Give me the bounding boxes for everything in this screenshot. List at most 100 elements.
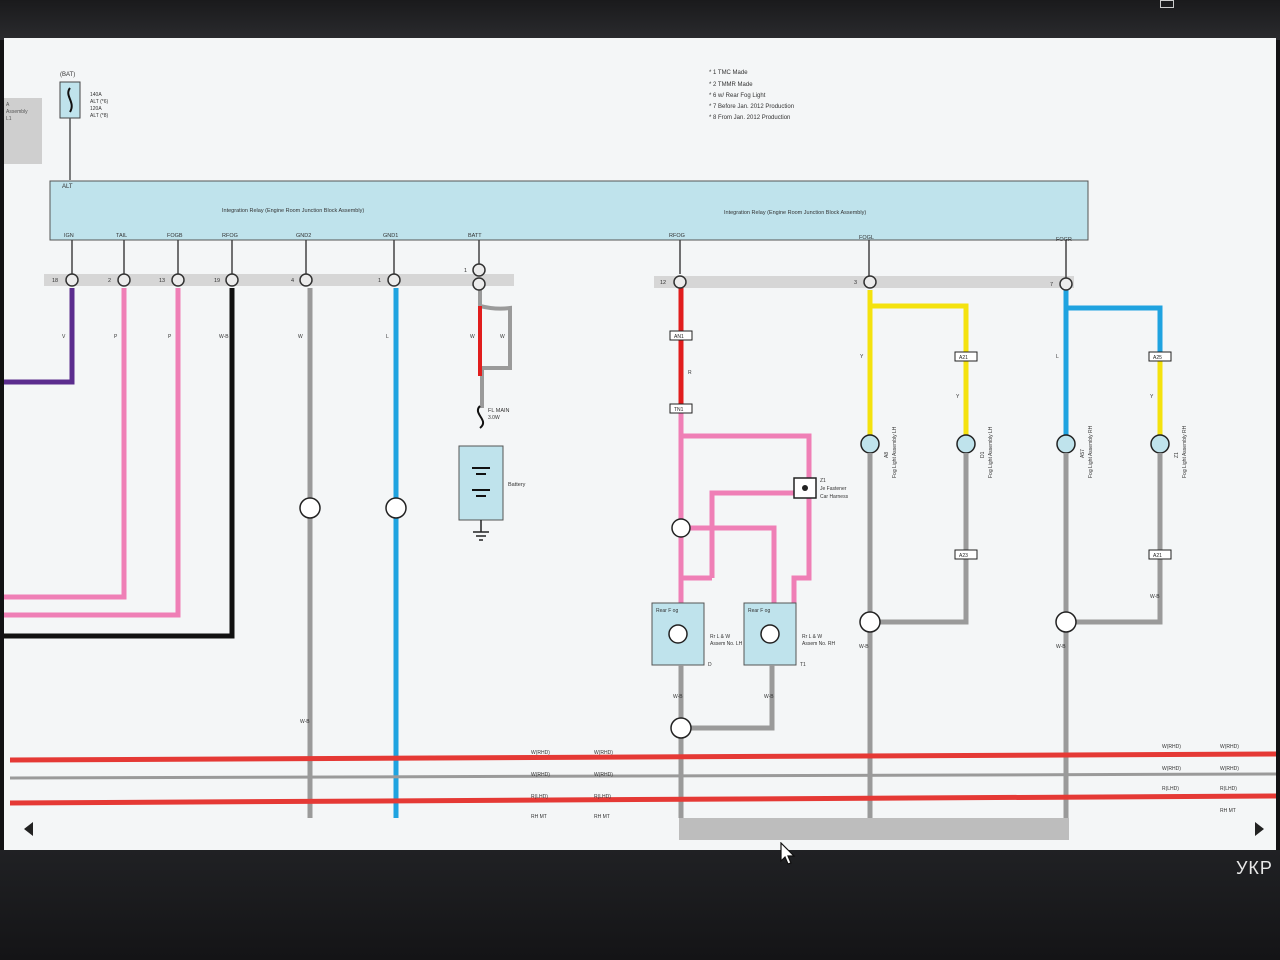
bus-label: R(LHD) <box>594 794 611 800</box>
bus-label: RH MT <box>531 814 547 820</box>
connector-a21[interactable] <box>954 351 978 362</box>
wire-label: W <box>298 334 303 340</box>
note-2: * 2 TMMR Made <box>709 82 753 88</box>
bus-line-3 <box>9 793 1276 806</box>
pin-number: 18 <box>52 278 58 284</box>
language-indicator[interactable]: УКР <box>1236 858 1273 878</box>
window-restore-icon[interactable] <box>1160 0 1174 8</box>
relay-alt-label: ALT <box>62 184 73 190</box>
fog-lamp-lh-rear[interactable] <box>956 434 976 454</box>
wire-fogl-yellow-top <box>867 290 969 358</box>
lamp-bulb-icon <box>668 624 688 644</box>
pin-number: 1 <box>464 268 467 274</box>
connector-a25[interactable] <box>1148 351 1172 362</box>
monitor-top-bezel <box>0 0 1280 40</box>
wire-label: Y <box>860 354 864 360</box>
fuse-batt-line-3: 120A <box>90 106 102 112</box>
splice-junction <box>671 518 691 538</box>
rear-fog-lh-id: D <box>708 662 712 668</box>
wire-fogl-rear-ground <box>870 453 969 625</box>
pin-gnd1[interactable] <box>387 273 401 287</box>
wire-label: L <box>386 334 389 340</box>
fog-lamp-rh-front[interactable] <box>1056 434 1076 454</box>
horizontal-scrollbar[interactable] <box>24 818 1264 842</box>
wire-batt-white <box>478 288 512 408</box>
pin-batt-1[interactable] <box>472 263 486 277</box>
battery-cells-icon <box>472 467 490 497</box>
diagram-viewer: A Assembly L1 (BAT) 140A ALT (*6) 120A A… <box>4 38 1276 850</box>
pin-ign[interactable] <box>65 273 79 287</box>
wire-label: W-B <box>1056 644 1066 650</box>
scroll-left-arrow-icon[interactable] <box>24 822 33 836</box>
pin-fogb[interactable] <box>171 273 185 287</box>
bus-label: W(RHD) <box>594 750 613 756</box>
rear-fog-rh-sub-2: Assem No. RH <box>802 641 835 647</box>
scroll-right-arrow-icon[interactable] <box>1255 822 1264 836</box>
wire-label: W-B <box>1150 594 1160 600</box>
terminal-tail: TAIL <box>116 233 127 239</box>
switch-label-1: Z1 <box>820 478 826 484</box>
fog-lamp-lh-front[interactable] <box>860 434 880 454</box>
connector-a23-label: A23 <box>959 553 968 559</box>
wire-label: R <box>688 370 692 376</box>
wire-rfog-pink-main <box>678 410 812 478</box>
fuse-batt-name: (BAT) <box>60 72 75 78</box>
mouse-pointer-icon <box>780 842 796 865</box>
pin-tail[interactable] <box>117 273 131 287</box>
pin-rfog-right[interactable] <box>673 275 687 289</box>
pin-number: 13 <box>159 278 165 284</box>
bus-label: W(RHD) <box>594 772 613 778</box>
scrollbar-thumb[interactable] <box>679 818 1069 840</box>
integration-relay-block[interactable] <box>49 180 1089 241</box>
wire-label: W-B <box>300 719 310 725</box>
relay-label-right: Integration Relay (Engine Room Junction … <box>724 210 866 216</box>
ground-splice <box>299 497 321 519</box>
note-4: * 7 Before Jan. 2012 Production <box>709 104 794 110</box>
wire-rfog-pink-switch <box>791 498 812 603</box>
wire-fogr-rear-ground <box>1066 453 1163 625</box>
fuse-batt-line-4: ALT (*8) <box>90 113 108 119</box>
bus-label: W(RHD) <box>1220 744 1239 750</box>
pin-gnd2[interactable] <box>299 273 313 287</box>
fog-rh-rear-label: Fog Light Assembly RH <box>1182 425 1188 478</box>
battery[interactable] <box>458 445 504 521</box>
sidebar-stub[interactable] <box>4 98 42 164</box>
pin-fogl[interactable] <box>863 275 877 289</box>
wire-label: Y <box>1150 394 1154 400</box>
connector-strip-left <box>44 274 514 286</box>
pin-batt-2[interactable] <box>472 277 486 291</box>
bus-line-1 <box>9 751 1276 763</box>
terminal-gnd2: GND2 <box>296 233 311 239</box>
connector-a21b[interactable] <box>1148 549 1172 560</box>
connector-an1[interactable] <box>669 330 693 341</box>
rear-fog-lh-label: Rear F og <box>656 608 678 614</box>
fog-rh-front-label: Fog Light Assembly RH <box>1088 425 1094 478</box>
pin-fogr[interactable] <box>1059 277 1073 291</box>
connector-tn1-label: TN1 <box>674 407 684 413</box>
terminal-rfog: RFOG <box>222 233 238 239</box>
terminal-rfog-right: RFOG <box>669 233 685 239</box>
pin-rfog[interactable] <box>225 273 239 287</box>
connector-tn1[interactable] <box>669 403 693 414</box>
connector-a23[interactable] <box>954 549 978 560</box>
pin-number: 7 <box>1050 282 1053 288</box>
fuse-main-rating: 3.0W <box>488 415 500 421</box>
fog-lamp-rh-rear[interactable] <box>1150 434 1170 454</box>
fuse-main-name: FL MAIN <box>488 408 510 414</box>
wire-ign-violet <box>4 288 75 385</box>
fog-lh-rear-id: D1 <box>980 451 986 458</box>
ground-splice <box>1055 611 1077 633</box>
fog-lh-front-label: Fog Light Assembly LH <box>892 426 898 478</box>
rear-fog-rh-label: Rear F og <box>748 608 770 614</box>
connector-a21-label: A21 <box>959 355 968 361</box>
wire-label: W-B <box>859 644 869 650</box>
sidebar-stub-line-3: L1 <box>6 116 12 122</box>
bus-label: RH MT <box>1220 808 1236 814</box>
rear-fog-rh-id: T1 <box>800 662 806 668</box>
sidebar-stub-line-2: Assembly <box>6 109 28 115</box>
terminal-fogr: FOGR <box>1056 237 1072 243</box>
switch-label-2: Je Fastener <box>820 486 847 492</box>
lamp-bulb-icon <box>760 624 780 644</box>
wire-label: W-B <box>764 694 774 700</box>
monitor-bottom-bezel <box>0 850 1280 960</box>
